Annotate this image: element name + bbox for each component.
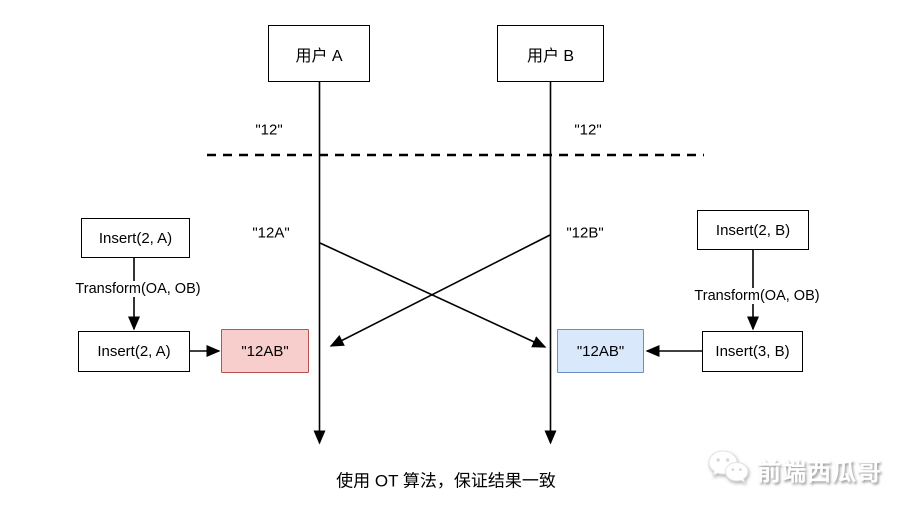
transform-left-label: Transform(OA, OB) <box>72 281 204 297</box>
insert-a-transformed-label: Insert(2, A) <box>97 343 171 360</box>
watermark-text: 前端西瓜哥 <box>757 458 882 486</box>
insert-b-transformed-label: Insert(3, B) <box>715 343 790 360</box>
insert-a-transformed-box: Insert(2, A) <box>78 331 190 372</box>
insert-b-original-box: Insert(2, B) <box>697 210 809 250</box>
insert-a-original-label: Insert(2, A) <box>98 229 173 247</box>
user-b-label: 用户 B <box>526 47 575 65</box>
transform-right-label: Transform(OA, OB) <box>691 288 823 304</box>
caption: 使用 OT 算法，保证结果一致 <box>336 471 556 491</box>
watermark: 前端西瓜哥 <box>705 447 882 491</box>
user-a-box: 用户 A <box>268 25 370 82</box>
doc-state-a-before: "12" <box>255 121 283 139</box>
insert-b-original-label: Insert(2, B) <box>715 221 791 239</box>
result-b-box: "12AB" <box>557 329 644 373</box>
result-b-label: "12AB" <box>576 342 625 360</box>
wechat-icon <box>705 447 751 491</box>
doc-state-b-before: "12" <box>574 121 602 139</box>
result-a-label: "12AB" <box>241 342 289 360</box>
insert-b-transformed-box: Insert(3, B) <box>702 331 803 372</box>
result-a-box: "12AB" <box>221 329 309 373</box>
user-a-label: 用户 A <box>295 47 343 65</box>
cross-arrow-b-to-a <box>329 234 551 347</box>
user-b-box: 用户 B <box>497 25 604 82</box>
insert-a-original-box: Insert(2, A) <box>81 218 190 258</box>
doc-state-a-after: "12A" <box>252 224 290 242</box>
doc-state-b-after: "12B" <box>566 224 604 242</box>
